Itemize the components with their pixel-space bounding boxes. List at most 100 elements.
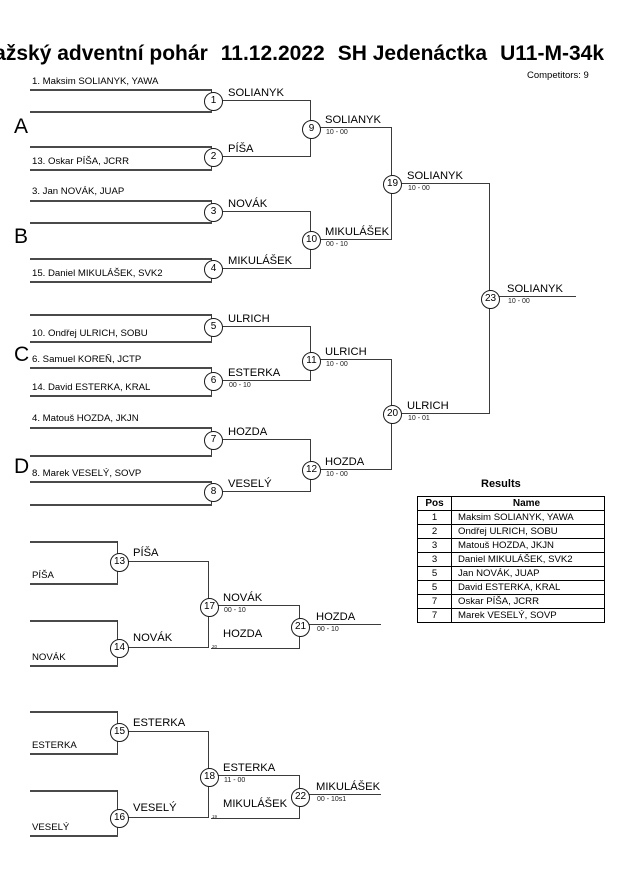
entrant-label: 13. Oskar PÍŠA, JCRR: [32, 156, 130, 167]
result-pos: 7: [417, 608, 452, 623]
bracket-line: [211, 818, 300, 819]
entrant-label: 14. David ESTERKA, KRAL: [32, 382, 151, 393]
match-node-22[interactable]: 22: [291, 788, 310, 807]
result-pos: 7: [417, 594, 452, 609]
title-date: 11.12.2022: [220, 42, 325, 65]
bracket-line: [127, 561, 209, 562]
match-node-7[interactable]: 7: [204, 431, 223, 450]
match-node-4[interactable]: 4: [204, 260, 223, 279]
match-node-10[interactable]: 10: [302, 231, 321, 250]
match-node-6[interactable]: 6: [204, 372, 223, 391]
title-event: ražský adventní pohár: [0, 42, 208, 65]
match-node-15[interactable]: 15: [110, 723, 129, 742]
bracket-line: [221, 100, 311, 101]
entrant-label: 15. Daniel MIKULÁŠEK, SVK2: [32, 268, 163, 279]
page-title: ražský adventní pohár 11.12.2022 SH Jedená…: [0, 42, 630, 68]
match-score-9: 10 - 00: [326, 129, 348, 136]
match-node-12[interactable]: 12: [302, 461, 321, 480]
result-pos: 3: [417, 538, 452, 553]
table-row: 7 Marek VESELÝ, SOVP: [417, 608, 605, 623]
result-name: David ESTERKA, KRAL: [451, 580, 605, 595]
bracket-line: [30, 711, 118, 713]
column-header-name: Name: [451, 496, 605, 511]
table-row: 7 Oskar PÍŠA, JCRR: [417, 594, 605, 609]
match-winner-20: ULRICH: [407, 400, 449, 412]
group-label-b: B: [14, 225, 29, 248]
table-row: 2 Ondřej ULRICH, SOBU: [417, 524, 605, 539]
result-pos: 1: [417, 510, 452, 525]
bracket-line: [217, 605, 300, 606]
results-table: Pos Name 1 Maksim SOLIANYK, YAWA 2 Ondře…: [417, 496, 605, 623]
bracket-line: [30, 314, 212, 316]
title-category: U11-M-34k: [500, 42, 605, 65]
bracket-line: [30, 620, 118, 622]
group-label-d: D: [14, 455, 30, 478]
feeder-label: NOVÁK: [32, 652, 66, 663]
result-name: Marek VESELÝ, SOVP: [451, 608, 605, 623]
match-node-20[interactable]: 20: [383, 405, 402, 424]
title-venue: SH Jedenáctka: [337, 42, 488, 65]
results-title: Results: [481, 478, 521, 490]
bracket-line: [30, 341, 212, 343]
match-node-1[interactable]: 1: [204, 92, 223, 111]
feeder-label: VESELÝ: [32, 822, 70, 833]
bracket-line: [211, 648, 300, 649]
match-node-2[interactable]: 2: [204, 148, 223, 167]
entrant-label: 3. Jan NOVÁK, JUAP: [32, 186, 125, 197]
bracket-line: [30, 367, 212, 369]
bracket-line: [30, 481, 212, 483]
group-label-c: C: [14, 343, 30, 366]
match-node-16[interactable]: 16: [110, 809, 129, 828]
bracket-line: [319, 239, 392, 240]
result-name: Maksim SOLIANYK, YAWA: [451, 510, 605, 525]
table-row: 1 Maksim SOLIANYK, YAWA: [417, 510, 605, 525]
bracket-line: [221, 491, 311, 492]
result-name: Daniel MIKULÁŠEK, SVK2: [451, 552, 605, 567]
match-winner-6: ESTERKA: [228, 367, 281, 379]
bracket-line: [30, 665, 118, 667]
result-name: Matouš HOZDA, JKJN: [451, 538, 605, 553]
match-node-23[interactable]: 23: [481, 290, 500, 309]
result-pos: 5: [417, 580, 452, 595]
result-pos: 2: [417, 524, 452, 539]
match-node-14[interactable]: 14: [110, 639, 129, 658]
feeder-label: HOZDA: [223, 628, 263, 640]
match-winner-9: SOLIANYK: [325, 114, 381, 126]
bracket-line: [30, 111, 212, 113]
bracket-line: [30, 753, 118, 755]
match-winner-18: ESTERKA: [223, 762, 276, 774]
bracket-line: [127, 731, 209, 732]
match-winner-8: VESELÝ: [228, 478, 272, 490]
match-winner-21: HOZDA: [316, 611, 356, 623]
entrant-label: 4. Matouš HOZDA, JKJN: [32, 413, 139, 424]
group-label-a: A: [14, 115, 29, 138]
match-winner-10: MIKULÁŠEK: [325, 226, 390, 238]
bracket-line: [319, 127, 392, 128]
bracket-line: [30, 504, 212, 506]
bracket-line: [30, 200, 212, 202]
entrant-label: 1. Maksim SOLIANYK, YAWA: [32, 76, 159, 87]
bracket-line: [221, 211, 311, 212]
match-score-18: 11 - 00: [224, 777, 246, 784]
bracket-line: [319, 469, 392, 470]
match-node-17[interactable]: 17: [200, 598, 219, 617]
match-node-3[interactable]: 3: [204, 203, 223, 222]
match-winner-23: SOLIANYK: [507, 283, 563, 295]
bracket-line: [319, 359, 392, 360]
feeder-label: PÍŠA: [32, 570, 54, 581]
match-node-19[interactable]: 19: [383, 175, 402, 194]
match-node-11[interactable]: 11: [302, 352, 321, 371]
feeder-ref: 19: [212, 814, 218, 819]
match-node-5[interactable]: 5: [204, 318, 223, 337]
match-node-8[interactable]: 8: [204, 483, 223, 502]
bracket-line: [221, 439, 311, 440]
bracket-line: [30, 281, 212, 283]
match-node-13[interactable]: 13: [110, 553, 129, 572]
match-node-18[interactable]: 18: [200, 768, 219, 787]
match-winner-3: NOVÁK: [228, 198, 268, 210]
bracket-line: [221, 326, 311, 327]
table-row: 3 Daniel MIKULÁŠEK, SVK2: [417, 552, 605, 567]
match-node-9[interactable]: 9: [302, 120, 321, 139]
match-node-21[interactable]: 21: [291, 618, 310, 637]
